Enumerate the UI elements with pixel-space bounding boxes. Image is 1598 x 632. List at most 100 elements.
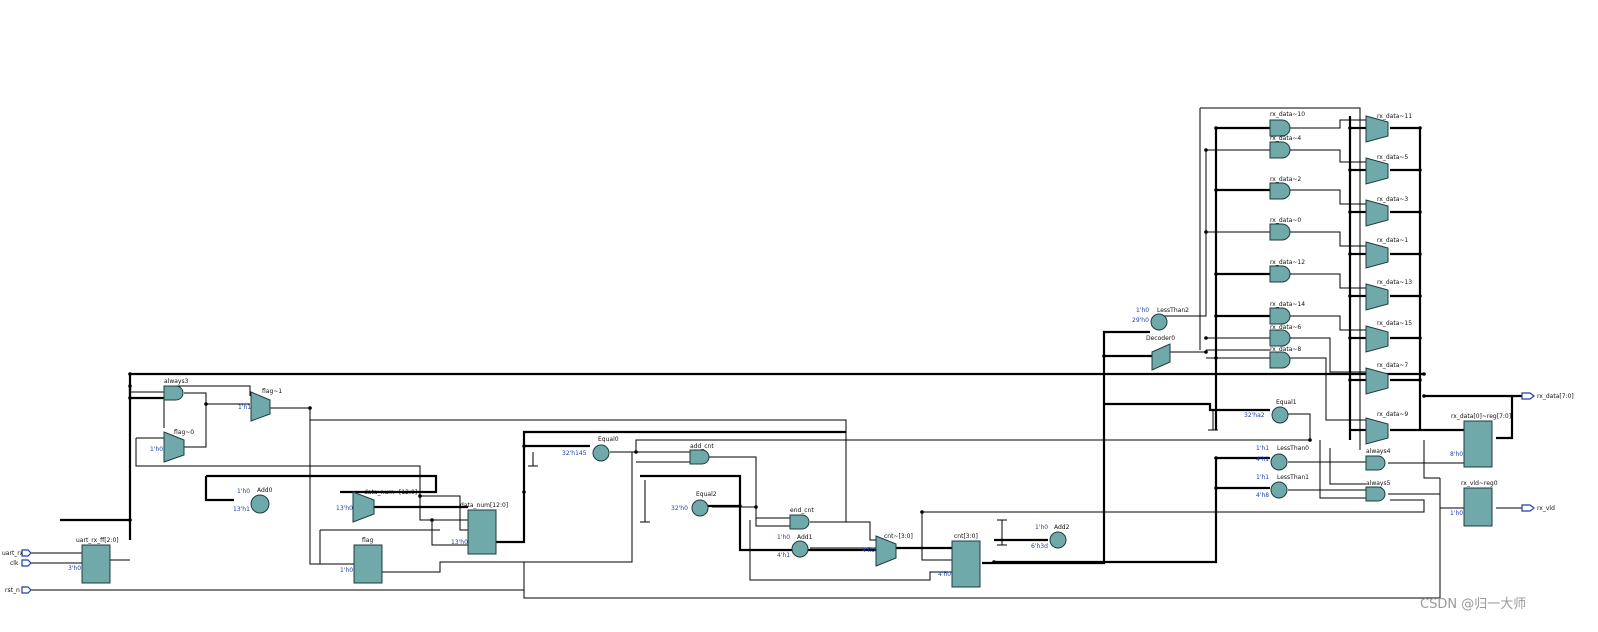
svg-text:end_cnt: end_cnt	[790, 507, 814, 514]
svg-text:rx_data~11: rx_data~11	[1377, 113, 1412, 120]
svg-text:8'h0: 8'h0	[1450, 451, 1463, 458]
svg-text:add_cnt: add_cnt	[690, 443, 714, 450]
operator-equal1: Equal1 32'ha2	[1244, 399, 1297, 424]
svg-text:Decoder0: Decoder0	[1146, 335, 1175, 342]
clk-port-icon	[21, 559, 32, 567]
register-uart-rx-ff: uart_rx_ff[2:0] 3'h0	[68, 537, 119, 584]
rx-vld-reg-label: rx_vld~reg0	[1461, 480, 1498, 487]
port-rx-data-label: rx_data[7:0]	[1537, 393, 1574, 400]
gate-always5: always5	[1365, 480, 1391, 502]
svg-text:32'h145: 32'h145	[562, 450, 587, 457]
svg-text:1'h1: 1'h1	[238, 404, 251, 411]
svg-text:13'h0: 13'h0	[451, 539, 468, 546]
decoder-0: Decoder0	[1146, 335, 1175, 371]
svg-text:4'h1: 4'h1	[777, 552, 790, 559]
svg-text:1'h1: 1'h1	[1256, 445, 1269, 452]
mux-flag-0: flag~0 1'h0	[150, 429, 194, 463]
svg-text:always3: always3	[164, 378, 189, 385]
rst-n-port-icon	[21, 586, 32, 594]
svg-text:1'h0: 1'h0	[237, 488, 250, 495]
svg-text:13'h0: 13'h0	[336, 505, 353, 512]
svg-text:rx_data~7: rx_data~7	[1377, 362, 1408, 369]
gate-always4: always4	[1365, 448, 1391, 471]
svg-text:LessThan1: LessThan1	[1277, 474, 1309, 481]
svg-text:4'h8: 4'h8	[1256, 492, 1269, 499]
svg-text:1'h0: 1'h0	[150, 446, 163, 453]
svg-text:32'h0: 32'h0	[671, 505, 688, 512]
watermark: CSDN @归一大师	[1420, 597, 1526, 612]
mux-flag-1: flag~1 1'h1	[238, 388, 282, 422]
svg-text:4'h0: 4'h0	[938, 571, 951, 578]
operator-lessthan0: LessThan0 1'h1 4'h1	[1256, 445, 1309, 471]
svg-text:data_num~[12:0]: data_num~[12:0]	[364, 489, 417, 496]
svg-text:rx_data~1: rx_data~1	[1377, 237, 1408, 244]
svg-text:rx_data~4: rx_data~4	[1270, 135, 1301, 142]
register-rx-data: rx_data[0]~reg[7:0] 8'h0	[1450, 413, 1511, 468]
svg-text:rx_data~8: rx_data~8	[1270, 346, 1301, 353]
svg-text:LessThan2: LessThan2	[1157, 307, 1189, 314]
svg-text:rx_data~13: rx_data~13	[1377, 279, 1412, 286]
svg-text:rx_data~14: rx_data~14	[1270, 301, 1305, 308]
svg-text:4'h0: 4'h0	[862, 547, 875, 554]
junctions	[128, 126, 1426, 564]
flag-label: flag	[362, 537, 373, 544]
svg-text:29'h0: 29'h0	[1132, 317, 1149, 324]
svg-text:Equal2: Equal2	[696, 491, 717, 498]
svg-text:rx_data~0: rx_data~0	[1270, 217, 1301, 224]
svg-text:LessThan0: LessThan0	[1277, 445, 1309, 452]
operator-lessthan2: LessThan2 1'h0 29'h0	[1132, 307, 1189, 331]
svg-text:4'h1: 4'h1	[1256, 456, 1269, 463]
svg-text:1'h0: 1'h0	[1035, 524, 1048, 531]
svg-text:3'h0: 3'h0	[68, 565, 81, 572]
port-rst-n-label: rst_n	[5, 587, 20, 594]
svg-text:rx_data~5: rx_data~5	[1377, 154, 1408, 161]
svg-text:rx_data~12: rx_data~12	[1270, 259, 1305, 266]
mux-data-num: data_num~[12:0] 13'h0	[336, 489, 417, 523]
svg-text:Add1: Add1	[797, 534, 813, 541]
operator-equal2: Equal2 32'h0	[671, 491, 717, 517]
rx-vld-port-icon	[1521, 504, 1535, 512]
svg-text:Add2: Add2	[1054, 524, 1070, 531]
operator-equal0: Equal0 32'h145	[562, 436, 619, 462]
svg-text:Add0: Add0	[257, 487, 273, 494]
svg-text:Equal1: Equal1	[1276, 399, 1297, 406]
svg-text:always4: always4	[1366, 448, 1391, 455]
operator-lessthan1: LessThan1 1'h1 4'h8	[1256, 474, 1309, 499]
svg-text:rx_data~10: rx_data~10	[1270, 111, 1305, 118]
ground-stubs	[528, 410, 1218, 546]
svg-text:1'h1: 1'h1	[1256, 474, 1269, 481]
svg-text:always5: always5	[1366, 480, 1391, 487]
operator-add1: Add1 1'h0 4'h1	[777, 534, 813, 559]
gate-add-cnt: add_cnt	[689, 443, 714, 465]
svg-text:rx_data~6: rx_data~6	[1270, 324, 1301, 331]
uart-rx-port-icon	[21, 549, 32, 557]
data-num-label: data_num[12:0]	[460, 502, 508, 509]
operator-add2: Add2 1'h0 6'h3d	[1031, 524, 1070, 550]
svg-text:1'h0: 1'h0	[777, 534, 790, 541]
rx-data-gate-column: rx_data~10 rx_data~4 rx_data~2 rx_data~0…	[1269, 111, 1305, 369]
svg-text:rx_data~15: rx_data~15	[1377, 320, 1412, 327]
wires	[30, 107, 1522, 599]
svg-text:rx_data~2: rx_data~2	[1270, 176, 1301, 183]
port-rx-vld-label: rx_vld	[1537, 505, 1555, 512]
svg-text:flag~1: flag~1	[262, 388, 282, 395]
svg-text:rx_data~3: rx_data~3	[1377, 196, 1408, 203]
port-clk-label: clk	[10, 560, 19, 567]
register-data-num: data_num[12:0] 13'h0	[451, 502, 508, 555]
rx-data-mux-column: rx_data~11 rx_data~5 rx_data~3 rx_data~1…	[1365, 113, 1412, 445]
svg-text:flag~0: flag~0	[174, 429, 194, 436]
svg-text:1'h0: 1'h0	[1450, 510, 1463, 517]
svg-text:rx_data~9: rx_data~9	[1377, 411, 1408, 418]
ports: uart_rx clk rst_n rx_data[7:0] rx_vld	[2, 392, 1574, 594]
rx-data-reg-label: rx_data[0]~reg[7:0]	[1451, 413, 1511, 420]
svg-text:Equal0: Equal0	[598, 436, 619, 443]
mux-cnt: cnt~[3:0] 4'h0	[862, 533, 913, 567]
port-uart-rx-label: uart_rx	[2, 550, 24, 557]
svg-text:32'ha2: 32'ha2	[1244, 412, 1265, 419]
register-flag: flag 1'h0	[340, 537, 383, 584]
cnt-label: cnt[3:0]	[954, 533, 978, 540]
svg-text:cnt~[3:0]: cnt~[3:0]	[884, 533, 913, 540]
register-cnt: cnt[3:0] 4'h0	[938, 533, 981, 588]
svg-text:6'h3d: 6'h3d	[1031, 543, 1048, 550]
